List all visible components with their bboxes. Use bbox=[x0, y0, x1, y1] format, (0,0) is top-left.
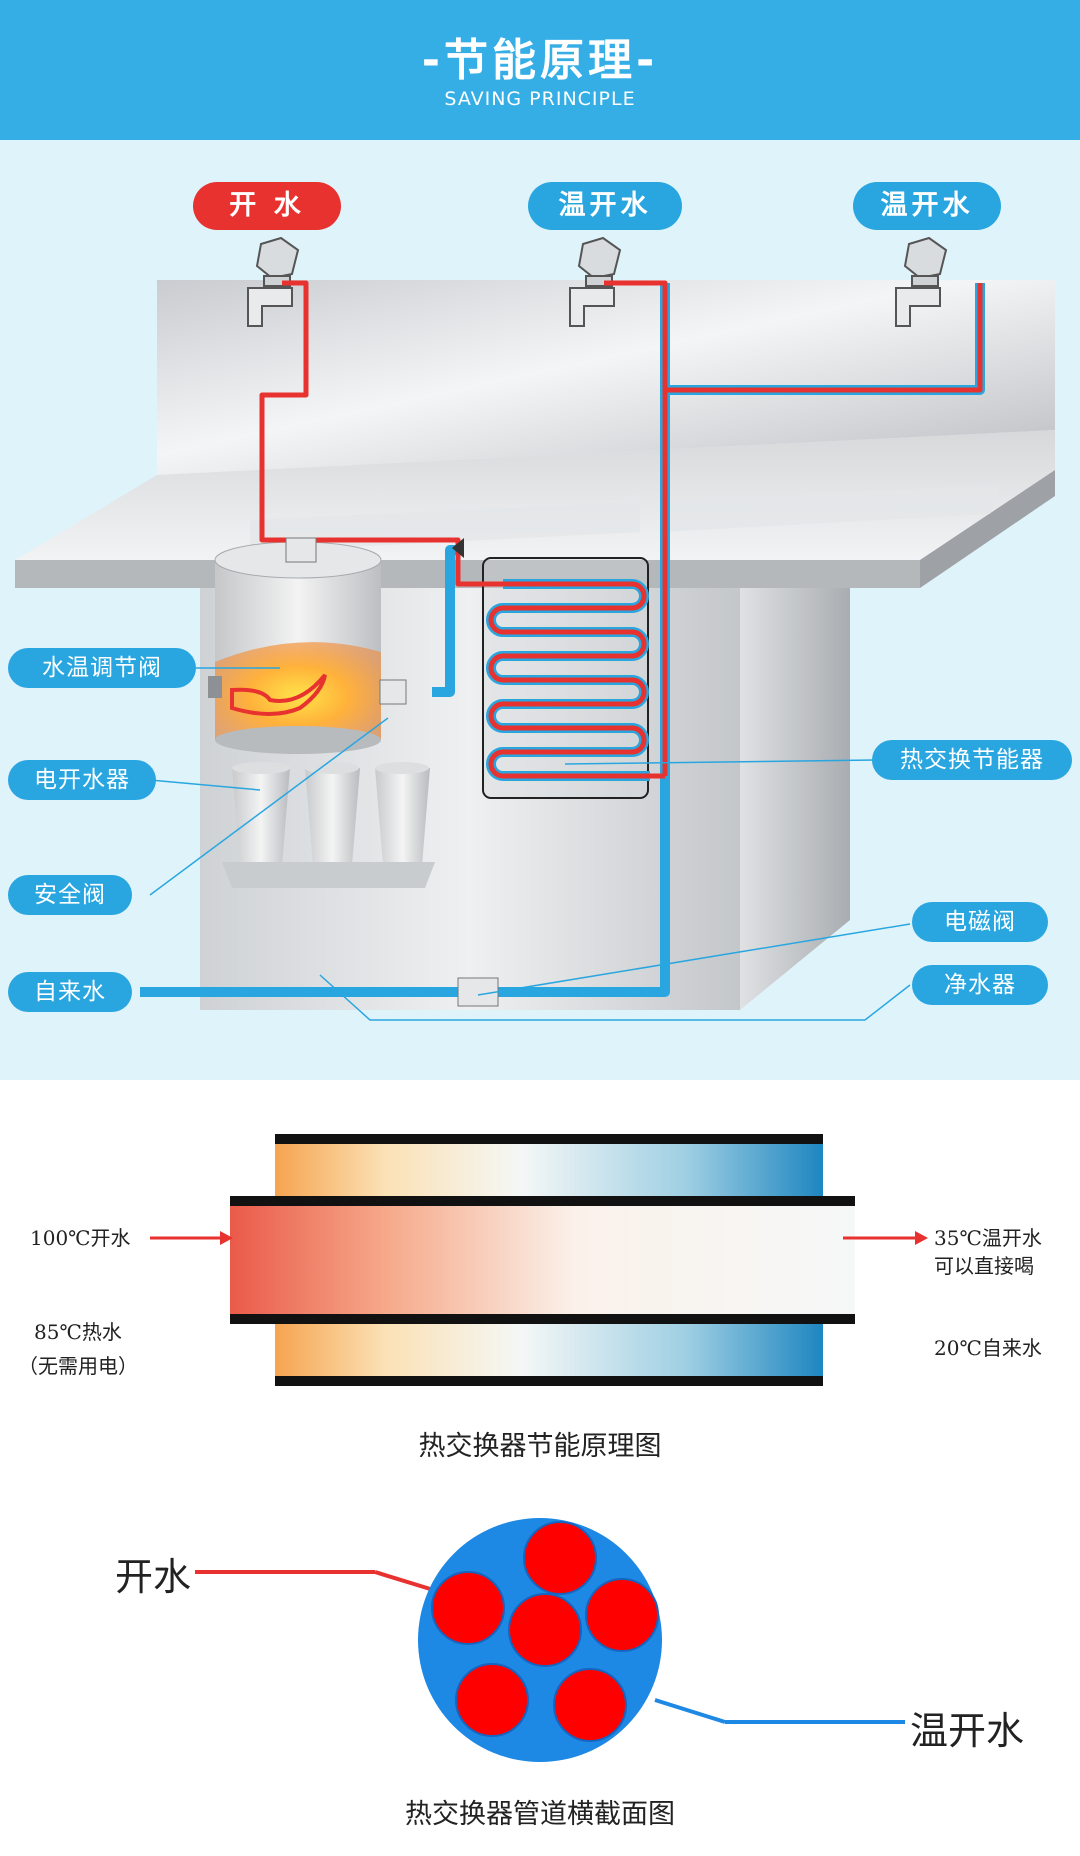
check-valve bbox=[452, 538, 464, 558]
hot-tube bbox=[431, 1571, 505, 1645]
label-warm-water: 温开水 bbox=[910, 1709, 1025, 1753]
label-purifier: 净水器 bbox=[912, 965, 1048, 1005]
safety-valve bbox=[379, 679, 407, 705]
exchanger-caption: 热交换器节能原理图 bbox=[418, 1431, 662, 1462]
label-solenoid-valve: 电磁阀 bbox=[912, 902, 1048, 942]
faucet-left bbox=[247, 236, 300, 327]
back-panel bbox=[157, 280, 1055, 475]
label-tap-20: 20℃自来水 bbox=[934, 1336, 1042, 1360]
cabinet-side bbox=[740, 588, 850, 1010]
label-heat-exchanger: 热交换节能器 bbox=[872, 740, 1072, 780]
label-leader-lines bbox=[149, 667, 911, 1021]
outlet-boiling-water: 开 水 bbox=[193, 182, 341, 230]
label-boiler: 电开水器 bbox=[8, 760, 156, 800]
electric-boiler bbox=[208, 541, 382, 754]
outlet-warm-water-1: 温开水 bbox=[528, 182, 682, 230]
label-warm-outlet-line1: 35℃温开水 bbox=[934, 1226, 1042, 1250]
water-dispenser-diagram: 开 水 温开水 温开水 水温调节阀 电开水器 安全阀 自来水 热交换节能器 电磁… bbox=[0, 140, 1080, 1080]
faucet-right bbox=[895, 236, 948, 327]
label-safety-valve: 安全阀 bbox=[8, 875, 132, 915]
outer-channel-top bbox=[275, 1142, 823, 1200]
hot-tube bbox=[455, 1663, 529, 1737]
outlet-warm-water-2: 温开水 bbox=[853, 182, 1001, 230]
header-banner: -节能原理- SAVING PRINCIPLE bbox=[0, 0, 1080, 140]
label-temp-valve: 水温调节阀 bbox=[8, 648, 196, 688]
hot-water-pipes bbox=[259, 280, 983, 779]
hot-tube bbox=[523, 1521, 597, 1595]
page-title: -节能原理- bbox=[421, 35, 659, 86]
water-purifier bbox=[222, 762, 435, 888]
page-subtitle: SAVING PRINCIPLE bbox=[444, 88, 636, 110]
label-tap-water: 自来水 bbox=[8, 972, 132, 1012]
hot-tube bbox=[585, 1578, 659, 1652]
solenoid-valve bbox=[457, 977, 499, 1007]
hot-tube bbox=[553, 1668, 627, 1742]
label-hot-85-line2: （无需用电） bbox=[18, 1354, 138, 1378]
temp-regulating-valve bbox=[285, 537, 317, 563]
heat-exchanger-schematic bbox=[150, 1134, 928, 1386]
dispenser-illustration bbox=[15, 236, 1055, 1021]
cross-section-caption: 热交换器管道横截面图 bbox=[405, 1799, 675, 1830]
hot-tube bbox=[508, 1593, 582, 1667]
pipe-cross-section bbox=[195, 1518, 905, 1762]
outer-channel-bottom bbox=[275, 1320, 823, 1378]
inner-tube bbox=[230, 1200, 855, 1320]
label-boiling-water: 开水 bbox=[115, 1555, 192, 1599]
label-hot-inlet: 100℃开水 bbox=[30, 1226, 131, 1250]
label-hot-85-line1: 85℃热水 bbox=[34, 1320, 122, 1344]
faucet-middle bbox=[569, 236, 622, 327]
label-warm-outlet-line2: 可以直接喝 bbox=[934, 1254, 1034, 1278]
counter-side-edge bbox=[920, 470, 1055, 588]
